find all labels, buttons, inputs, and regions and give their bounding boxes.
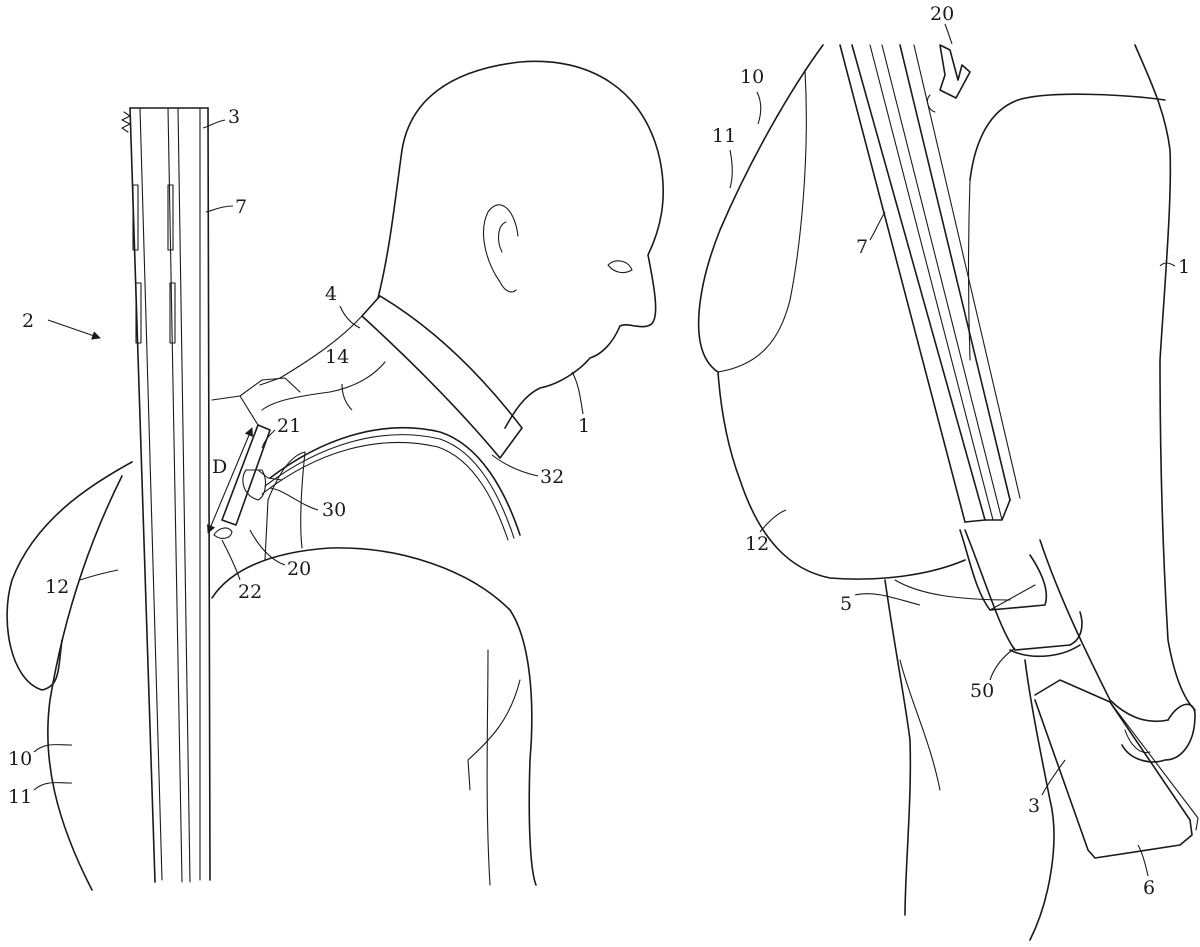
- head-outline: [377, 60, 665, 429]
- label-right-5: 5: [840, 593, 852, 615]
- waist-strap: [894, 579, 1011, 601]
- label-left-1: 1: [578, 415, 590, 437]
- label-left-32: 32: [540, 466, 564, 488]
- system-arrow: [47, 319, 101, 340]
- label-left-30: 30: [322, 499, 346, 521]
- label-left-D: D: [212, 456, 227, 478]
- label-right-11: 11: [712, 125, 736, 147]
- label-left-20: 20: [287, 558, 311, 580]
- gun-barrel: [121, 107, 211, 883]
- right-legs: [884, 579, 912, 916]
- left-labels: 3 7 2 4 14 1 21 D 30 32 20 22 12 10 11: [8, 106, 590, 808]
- label-left-12: 12: [45, 576, 69, 598]
- right-figure: [697, 44, 1199, 941]
- right-barrel: [839, 44, 1021, 523]
- forearm: [1039, 539, 1169, 723]
- jacket-body: [47, 475, 123, 891]
- gun-stock: [1034, 679, 1193, 859]
- ear: [483, 204, 519, 293]
- label-left-21: 21: [277, 415, 301, 437]
- holster: [959, 529, 1048, 611]
- direction-arrow: [207, 427, 253, 534]
- label-left-2: 2: [22, 310, 34, 332]
- right-clip: [939, 44, 971, 99]
- shoulder-pad: [211, 377, 301, 401]
- label-right-3: 3: [1028, 795, 1040, 817]
- collar: [361, 295, 523, 459]
- label-right-50: 50: [970, 680, 994, 702]
- right-arm-shape: [697, 44, 824, 373]
- right-labels: 20 10 11 7 1 12 5 50 3 6: [712, 3, 1190, 899]
- label-right-20: 20: [930, 3, 954, 25]
- eye: [607, 260, 633, 274]
- strap-14: [261, 361, 386, 411]
- right-body: [1134, 44, 1196, 711]
- harness-straps: [269, 426, 521, 536]
- clip-assembly: [221, 424, 271, 526]
- label-left-3: 3: [228, 106, 240, 128]
- label-left-14: 14: [325, 346, 349, 368]
- label-right-12: 12: [745, 533, 769, 555]
- label-right-7: 7: [856, 236, 868, 258]
- label-left-4: 4: [325, 283, 337, 305]
- left-figure: [6, 60, 665, 891]
- label-left-10: 10: [8, 748, 32, 770]
- torso: [211, 547, 537, 886]
- label-left-7: 7: [235, 196, 247, 218]
- label-left-22: 22: [238, 581, 262, 603]
- left-arm: [6, 461, 133, 691]
- label-right-1: 1: [1178, 256, 1190, 278]
- label-left-11: 11: [8, 786, 32, 808]
- ear-inner: [497, 221, 507, 253]
- back-inner: [264, 451, 306, 561]
- label-right-10: 10: [740, 66, 764, 88]
- arm-crease: [467, 679, 521, 791]
- label-right-6: 6: [1143, 877, 1155, 899]
